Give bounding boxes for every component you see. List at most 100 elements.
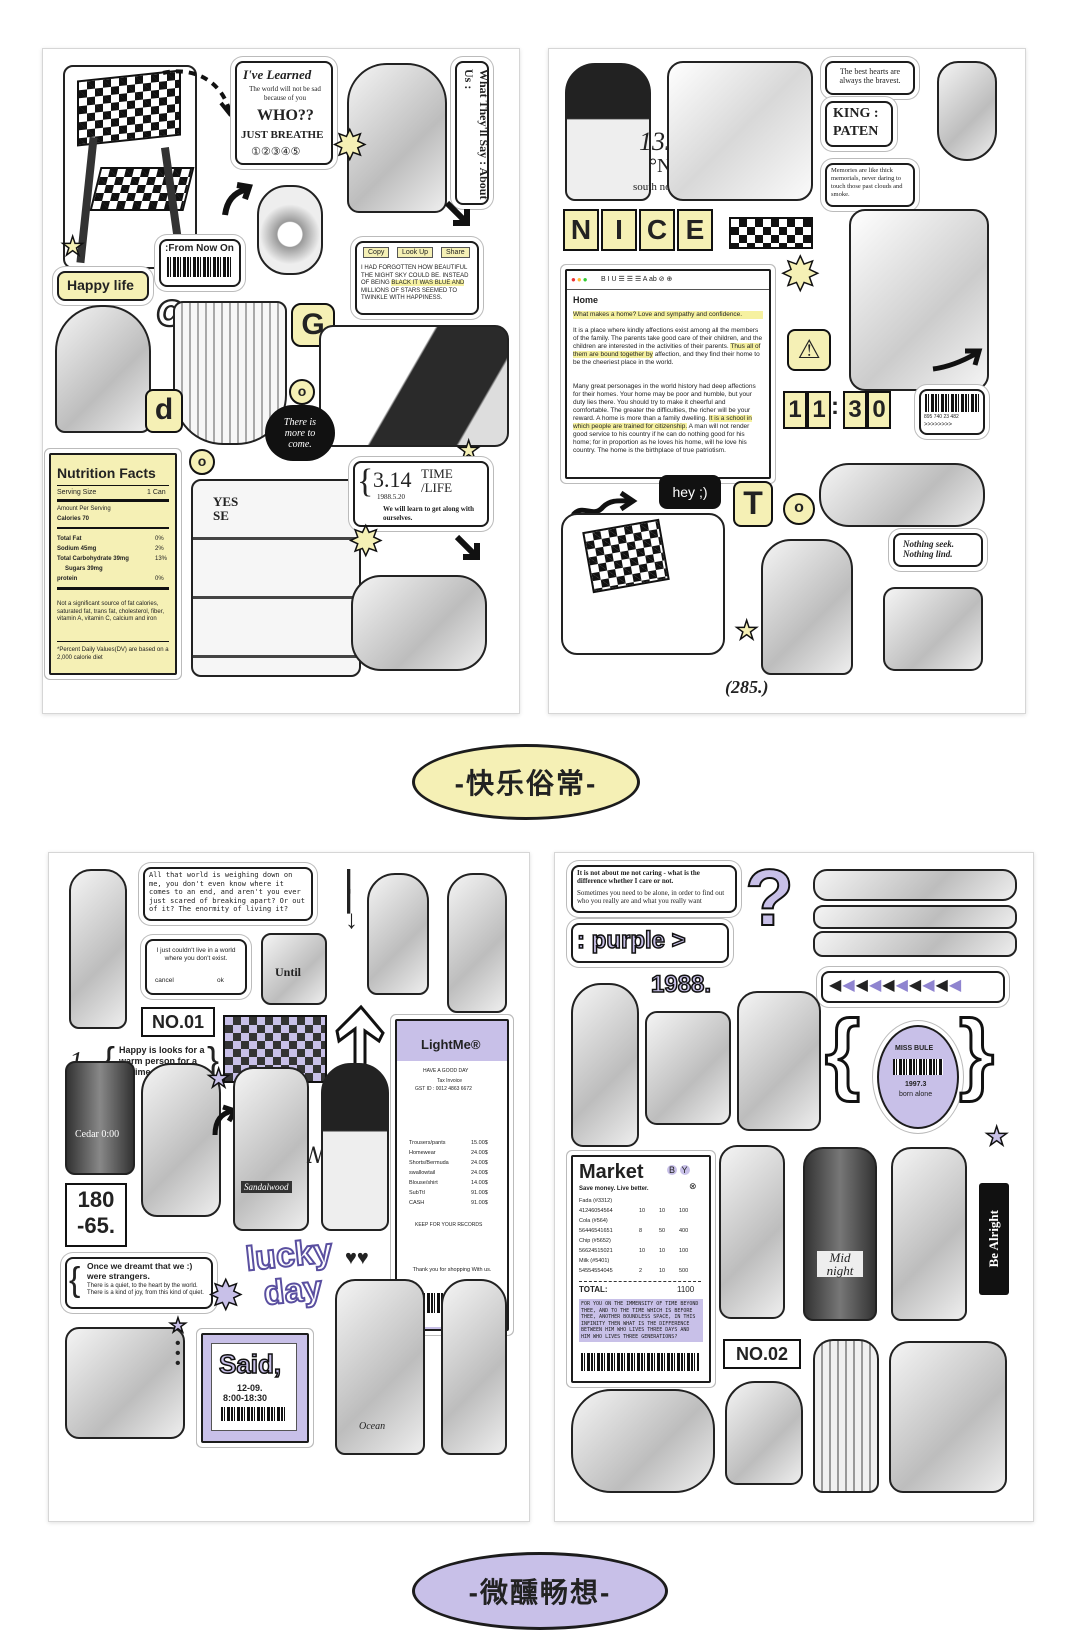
editor-toolbar: B I U ☰ ☰ ☰ A ab ⊘ ⊕ <box>601 276 673 283</box>
dreamt-brace: { <box>69 1261 81 1299</box>
king-paten-sticker: KING : PATEN <box>825 101 893 147</box>
learned-title: I've Learned <box>243 67 312 82</box>
vertical-dashes-icon: ||↓ <box>345 864 358 934</box>
market-row-6-b: 10 <box>659 1248 666 1254</box>
nothing-sticker: Nothing seek. Nothing lind. <box>893 533 983 567</box>
r180-sticker: 180 -65. <box>65 1183 127 1247</box>
vertical-quote-text: What They'll Say : About Us : <box>462 69 491 200</box>
breathe-numbers: ①②③④⑤ <box>251 146 301 158</box>
lounge-chair-sticker <box>561 513 725 655</box>
miss-bule-sticker: MISS BULE 1997.3 born alone <box>877 1025 959 1129</box>
squiggle-arrow-icon <box>571 490 638 517</box>
market-row-2-c: 100 <box>679 1208 689 1214</box>
coupe-glass-sticker <box>725 1381 803 1485</box>
be-alright-sticker: Be Alright <box>979 1183 1009 1295</box>
from-now-sticker: :From Now On <box>159 239 241 287</box>
home-question: What makes a home? Love and sympathy and… <box>573 311 763 319</box>
dreamt-body: There is a quiet, to the heart by the wo… <box>87 1283 204 1296</box>
time-date: 1988.5.20 <box>377 493 405 501</box>
candle-sticker: Until <box>261 933 327 1005</box>
happy-look-text: Happy is looks for a warm person for a l… <box>119 1045 205 1077</box>
serving-size: Serving Size <box>57 489 97 496</box>
yes-sign-text: YES SE <box>213 494 239 523</box>
swing-top-bottle-sticker <box>69 869 127 1029</box>
dialog-text: I just couldn't live in a world where yo… <box>156 947 236 962</box>
market-row-6-a: 10 <box>639 1248 646 1254</box>
happy-life-text: Happy life <box>67 277 134 293</box>
thermos-label: Ocean <box>359 1421 386 1432</box>
nutrient-row-3: Total Carbohydrate 39mg <box>57 556 129 562</box>
ribbed-bottle-sticker <box>813 1339 879 1493</box>
market-total-label: TOTAL: <box>579 1285 608 1294</box>
receipt-item-2: Homewear <box>409 1150 436 1156</box>
candle-label: Until <box>275 965 302 979</box>
receipt-price-3: 24.00$ <box>471 1160 488 1166</box>
home-p1-b: affection, and they find their home to b… <box>573 351 760 366</box>
flute-glass-sticker <box>719 1145 785 1319</box>
clear-pump-bottle-sticker <box>891 1147 967 1321</box>
checker-strip <box>729 217 813 249</box>
nutrient-value-5: 0% <box>155 576 164 582</box>
forgotten-highlight: BLACK IT WAS BLUE AND <box>391 280 465 286</box>
cedar-can-sticker: Cedar 0:00 <box>65 1061 135 1175</box>
weighing-sticker: All that world is weighing down on me, y… <box>143 867 313 921</box>
nice-letter-c: C <box>639 209 675 251</box>
receipt-price-6: 91.00$ <box>471 1190 488 1196</box>
amount-label: Amount Per Serving <box>57 506 111 512</box>
home-paragraph-1: It is a place where kindly affections ex… <box>573 327 763 367</box>
sticker-sheet-1: I've Learned The world will not be sad b… <box>42 48 520 714</box>
coord-north: °N <box>649 155 672 177</box>
no01-sticker: NO.01 <box>141 1007 215 1037</box>
market-row-2-a: 10 <box>639 1208 646 1214</box>
receipt-item-3: Shorts/Bermuda <box>409 1160 449 1166</box>
thermos-jug-sticker: Ocean <box>335 1279 425 1455</box>
dialog-box-sticker: I just couldn't live in a world where yo… <box>145 939 247 995</box>
market-note: FOR YOU ON THE IMMENSITY OF TIME BEYOND … <box>579 1299 703 1342</box>
not-about-sticker: It is not about me not caring - what is … <box>571 865 737 913</box>
sometimes-text: Sometimes you need to be alone, in order… <box>577 889 725 905</box>
outlined-arrow-up-icon <box>335 1004 385 1089</box>
lounge-cushion-pattern <box>582 518 670 594</box>
burst-star-icon-3: ✸ <box>780 248 820 300</box>
king-paten-text: KING : PATEN <box>833 106 879 139</box>
hearts-text: The best hearts are always the bravest. <box>839 67 901 85</box>
funnel-cup-sticker <box>65 1327 185 1439</box>
amber-pump-bottle-sticker: Mid night <box>803 1147 877 1321</box>
checkered-chair-sticker <box>63 65 197 269</box>
more-to-come-sticker: There is more to come. <box>265 405 335 461</box>
chair-seat-pattern <box>89 167 195 211</box>
from-now-text: :From Now On <box>165 243 234 254</box>
cone-bottle-sticker <box>447 873 507 1013</box>
arrow-down-right-icon-2 <box>454 534 480 560</box>
brace-left-large: { <box>823 1002 861 1105</box>
nutrient-value-3: 13% <box>155 556 168 562</box>
market-barcode <box>581 1353 699 1371</box>
time-body: We will learn to get along with ourselve… <box>383 505 474 522</box>
weighing-text: All that world is weighing down on me, y… <box>149 871 305 914</box>
miss-bule-title: MISS BULE <box>895 1045 934 1052</box>
barcode-arrows: >>>>>>>> <box>924 422 953 428</box>
said-date: 12-09. <box>237 1383 263 1393</box>
letter-t-sticker: T <box>733 481 773 527</box>
nutrient-row-5: protein <box>57 576 78 582</box>
drip-vase-sticker <box>937 61 997 161</box>
receipt-thanks: Thank you for shopping With us. <box>412 1267 492 1273</box>
calories: Calories 70 <box>57 516 90 522</box>
nutrient-row-4: Sugars 39mg <box>65 566 103 572</box>
be-alright-text: Be Alright <box>986 1210 1001 1268</box>
midnight-label: Mid night <box>817 1251 863 1277</box>
receipt-item-1: Trousers/pants <box>409 1140 446 1146</box>
receipt-item-6: SubTtl <box>409 1190 425 1196</box>
dialog-ok-button: ok <box>217 977 224 984</box>
more-to-come-text: There is more to come. <box>283 416 317 450</box>
share-chip: Share <box>441 247 470 258</box>
year-1988: 1988. <box>650 970 712 999</box>
market-row-5: Chip (#5652) <box>579 1238 611 1244</box>
nice-letter-n: N <box>563 209 599 251</box>
hey-text: hey ;) <box>672 484 708 500</box>
section-title-1-text: -快乐俗常- <box>454 768 598 799</box>
market-close-icon: ⊗ <box>689 1181 697 1191</box>
nutrition-note: Not a significant source of fat calories… <box>57 601 165 622</box>
nutrient-row-2: Sodium 45mg <box>57 546 97 552</box>
dialog-cancel-button: cancel <box>155 977 174 984</box>
